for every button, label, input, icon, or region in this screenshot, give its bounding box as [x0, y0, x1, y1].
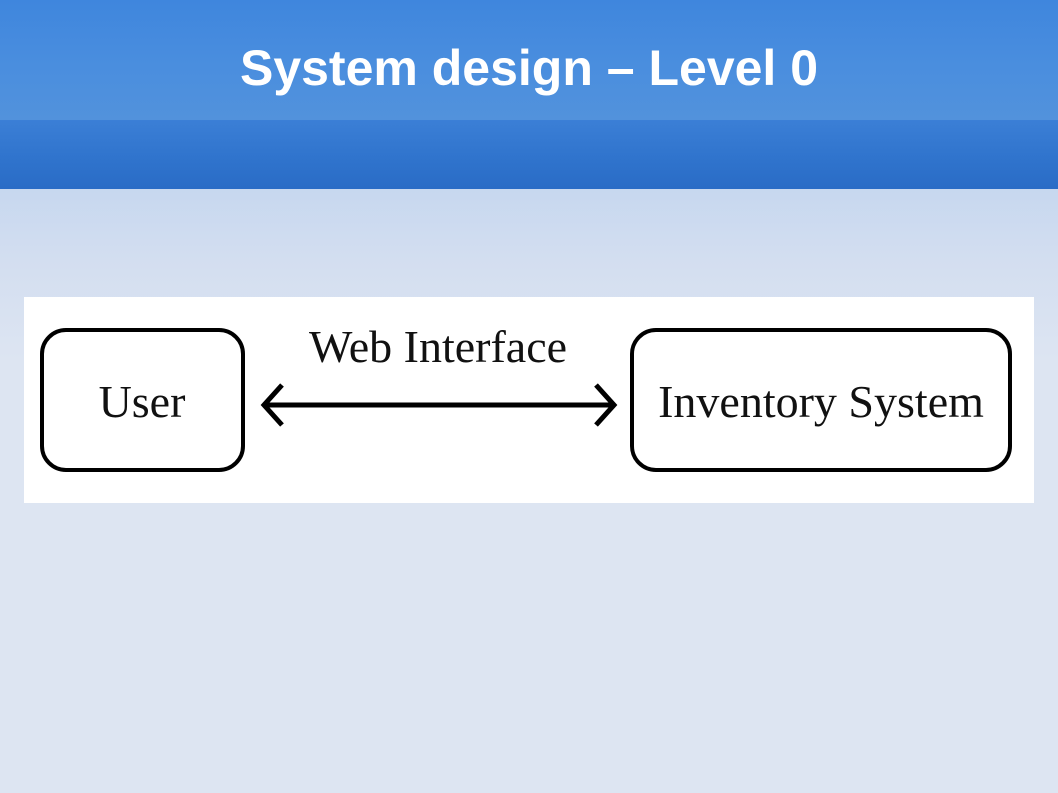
title-band [0, 0, 1058, 120]
arrowhead-left-icon [260, 383, 284, 427]
node-inventory-system: Inventory System [630, 328, 1012, 472]
node-user-box [40, 328, 245, 472]
title-underband [0, 120, 1058, 189]
edge-label: Web Interface [309, 321, 567, 372]
diagram-canvas: User Web Interface Inventory System [40, 321, 1012, 472]
arrowhead-right-icon [594, 383, 618, 427]
diagram-panel: User Web Interface Inventory System [24, 297, 1034, 503]
node-user-label: User [99, 376, 186, 427]
node-inventory-label: Inventory System [658, 376, 984, 427]
node-inventory-box [630, 328, 1012, 472]
edge-web-interface: Web Interface [260, 321, 618, 427]
node-user: User [40, 328, 245, 472]
slide-title: System design – Level 0 [239, 40, 819, 96]
